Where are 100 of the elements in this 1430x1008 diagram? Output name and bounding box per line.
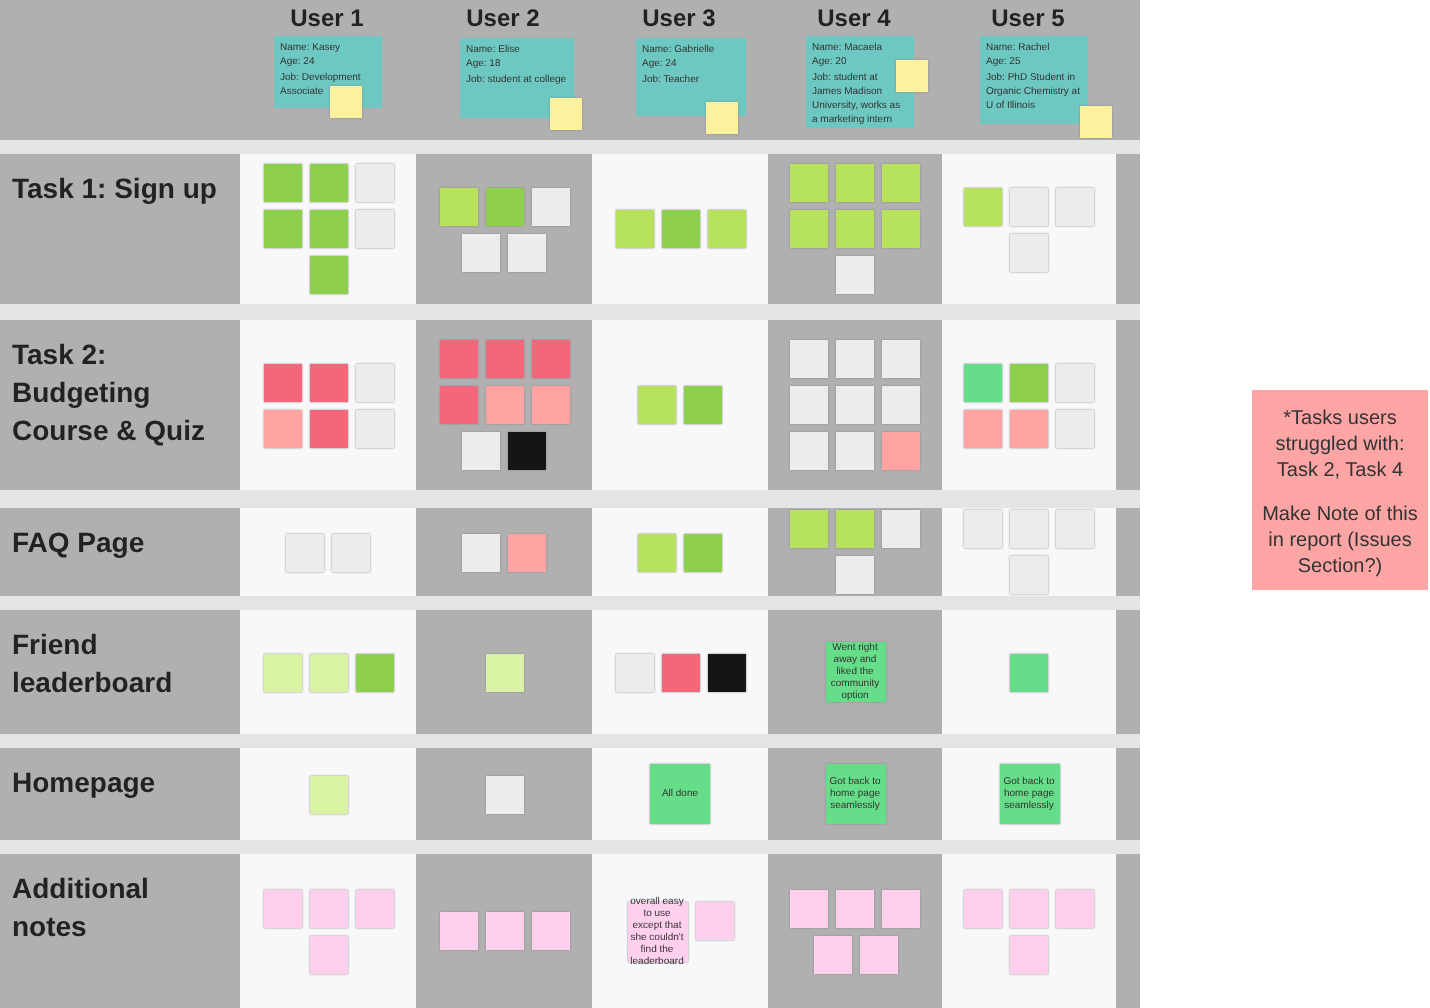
column-heading: User 5 — [989, 4, 1067, 32]
sticky-note — [882, 164, 920, 202]
sticky-note — [695, 901, 733, 939]
sticky-note — [661, 653, 699, 691]
sticky-note — [1010, 556, 1048, 594]
sticky-note — [882, 432, 920, 470]
sticky-note — [309, 210, 347, 248]
board-cell — [942, 508, 1116, 596]
sticky-note — [1056, 409, 1094, 447]
board-cell — [240, 610, 416, 734]
sticky-note — [882, 889, 920, 927]
sticky-note — [882, 386, 920, 424]
sticky-note — [1080, 106, 1112, 138]
sticky-note — [1010, 510, 1048, 548]
sticky-note — [1010, 409, 1048, 447]
board-cell — [942, 320, 1116, 490]
board-cell — [942, 154, 1116, 304]
sticky-note — [684, 386, 722, 424]
sticky-note — [882, 510, 920, 548]
sticky-note — [1010, 363, 1048, 401]
sticky-note — [684, 533, 722, 571]
sticky-note — [882, 210, 920, 248]
board-cell — [240, 854, 416, 1008]
board-cell — [592, 320, 768, 490]
persona-card — [980, 36, 1088, 124]
sticky-note — [508, 233, 546, 271]
sticky-note — [263, 409, 301, 447]
sticky-note — [355, 409, 393, 447]
sticky-note — [707, 210, 745, 248]
sticky-note — [439, 187, 477, 225]
sticky-note — [882, 340, 920, 378]
sticky-note — [439, 340, 477, 378]
sticky-note — [485, 340, 523, 378]
sticky-note — [485, 912, 523, 950]
sticky-note — [355, 889, 393, 927]
sticky-note — [638, 533, 676, 571]
sticky-note — [309, 889, 347, 927]
board-cell — [240, 748, 416, 840]
sticky-note — [263, 210, 301, 248]
sticky-note — [790, 386, 828, 424]
sticky-note — [1252, 390, 1428, 590]
sticky-note — [263, 889, 301, 927]
board-cell — [592, 854, 768, 1008]
sticky-note — [531, 187, 569, 225]
sticky-note — [330, 86, 362, 118]
sticky-note — [859, 935, 897, 973]
board-cell — [942, 610, 1116, 734]
sticky-note — [508, 533, 546, 571]
note-text: Make Note of this in report (Issues Section?) — [1260, 502, 1420, 580]
sticky-note — [790, 340, 828, 378]
board-cell — [240, 154, 416, 304]
sticky-note — [836, 340, 874, 378]
persona-card — [274, 36, 382, 108]
sticky-note — [836, 889, 874, 927]
sticky-note — [1010, 653, 1048, 691]
sticky-note — [896, 60, 928, 92]
sticky-note — [964, 510, 1002, 548]
sticky-note — [309, 653, 347, 691]
sticky-note — [813, 935, 851, 973]
sticky-note — [964, 187, 1002, 225]
sticky-note — [707, 653, 745, 691]
sticky-note — [309, 164, 347, 202]
sticky-note — [790, 210, 828, 248]
note-text: *Tasks users struggled with: Task 2, Task 4 — [1273, 406, 1407, 484]
sticky-note — [309, 775, 347, 813]
sticky-note — [1056, 363, 1094, 401]
column-heading: User 1 — [288, 4, 366, 32]
sticky-note — [439, 912, 477, 950]
persona-card — [460, 38, 574, 118]
sticky-note — [309, 409, 347, 447]
sticky-note — [964, 363, 1002, 401]
sticky-note — [531, 386, 569, 424]
sticky-note — [964, 409, 1002, 447]
sticky-note — [1010, 233, 1048, 271]
sticky-note — [836, 210, 874, 248]
sticky-note — [1056, 187, 1094, 225]
board-cell — [942, 854, 1116, 1008]
sticky-note — [964, 889, 1002, 927]
sticky-note — [263, 653, 301, 691]
column-heading: User 4 — [815, 4, 893, 32]
sticky-note — [485, 775, 523, 813]
persona-card — [636, 38, 746, 116]
sticky-note — [790, 510, 828, 548]
sticky-note — [836, 386, 874, 424]
sticky-note — [263, 164, 301, 202]
board-cell — [592, 610, 768, 734]
sticky-note — [531, 912, 569, 950]
sticky-note — [355, 653, 393, 691]
persona-card — [806, 36, 914, 128]
sticky-note — [485, 653, 523, 691]
sticky-note — [661, 210, 699, 248]
sticky-note — [531, 340, 569, 378]
sticky-note — [615, 653, 653, 691]
sticky-note — [462, 432, 500, 470]
sticky-note — [1010, 889, 1048, 927]
sticky-note — [485, 187, 523, 225]
sticky-note — [485, 386, 523, 424]
board-cell — [592, 154, 768, 304]
board-cell — [592, 508, 768, 596]
column-heading: User 2 — [464, 4, 542, 32]
